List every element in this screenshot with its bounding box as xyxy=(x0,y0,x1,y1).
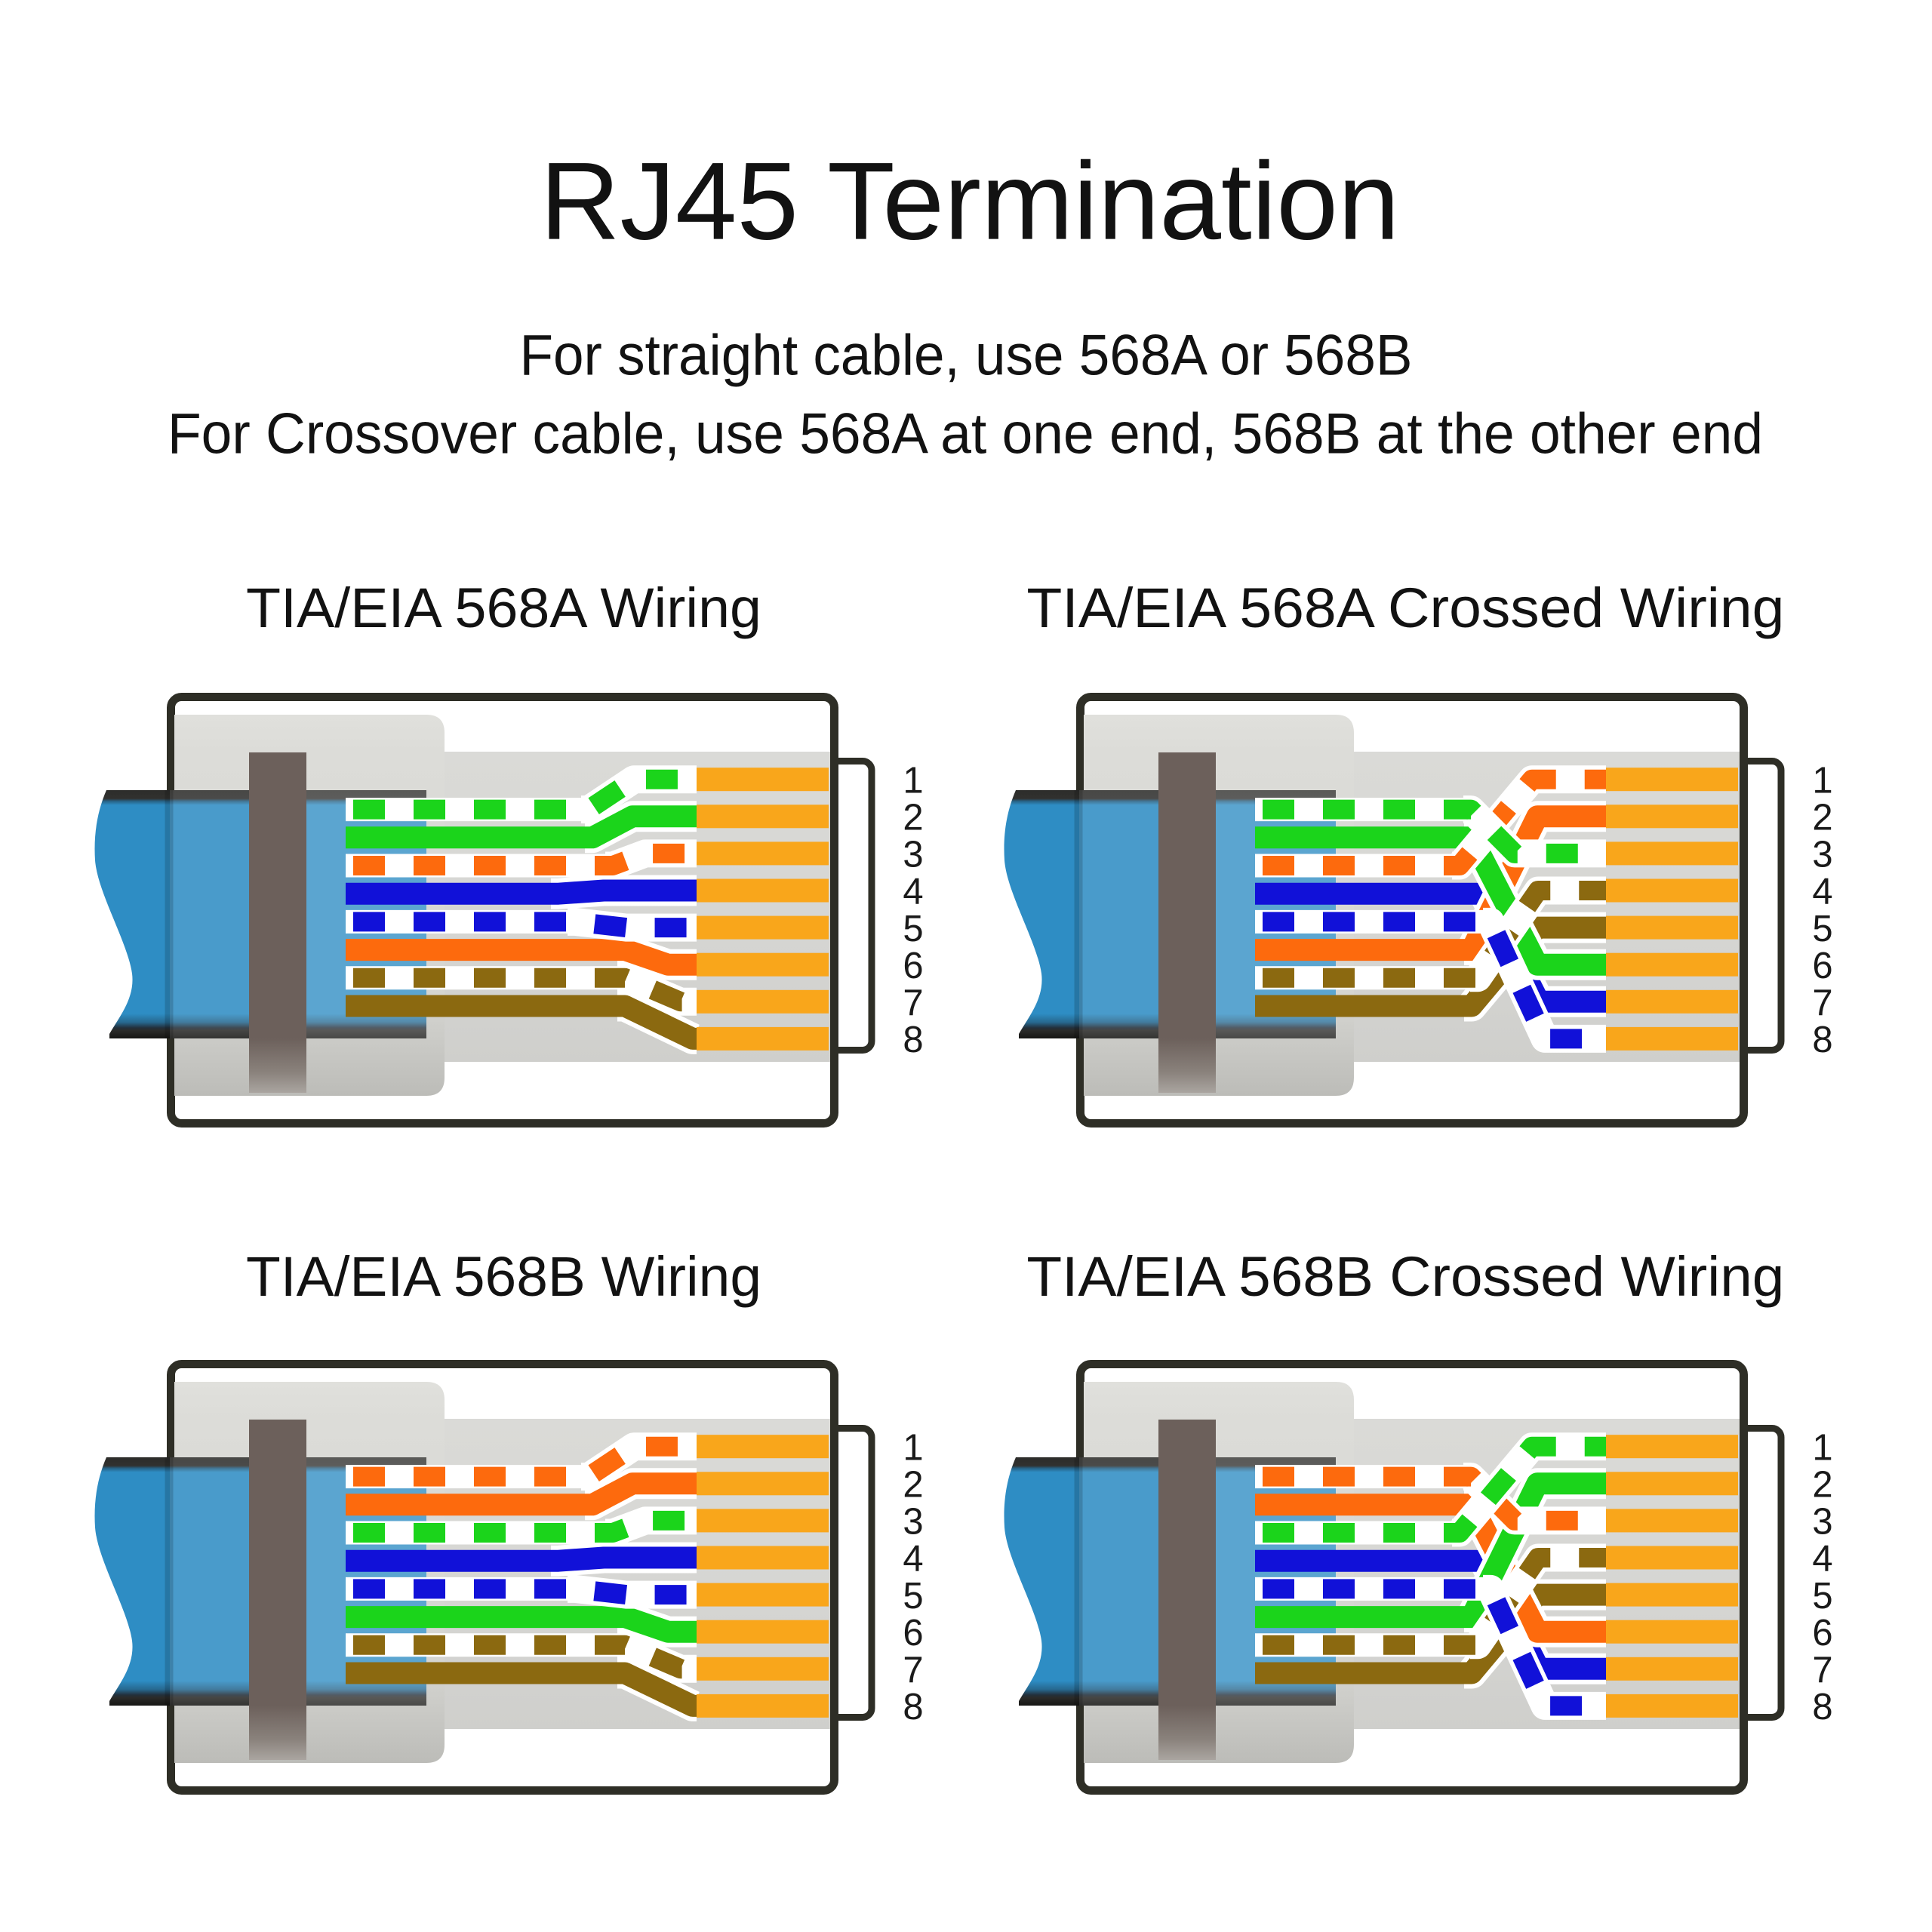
svg-text:4: 4 xyxy=(1812,1539,1832,1580)
svg-text:7: 7 xyxy=(903,1650,923,1690)
svg-text:5: 5 xyxy=(903,909,923,949)
svg-text:For straight cable, use 568A o: For straight cable, use 568A or 568B xyxy=(520,324,1413,388)
svg-text:8: 8 xyxy=(903,1687,923,1727)
svg-text:2: 2 xyxy=(903,1465,923,1506)
svg-text:6: 6 xyxy=(1812,946,1832,986)
svg-text:8: 8 xyxy=(1812,1020,1832,1060)
svg-text:TIA/EIA 568B Crossed Wiring: TIA/EIA 568B Crossed Wiring xyxy=(1026,1245,1784,1308)
svg-text:5: 5 xyxy=(1812,1576,1832,1617)
svg-text:3: 3 xyxy=(903,1502,923,1543)
svg-text:7: 7 xyxy=(1812,1650,1832,1690)
svg-text:2: 2 xyxy=(1812,1465,1832,1506)
svg-text:1: 1 xyxy=(1812,1427,1832,1468)
svg-text:4: 4 xyxy=(1812,872,1832,912)
svg-text:8: 8 xyxy=(1812,1687,1832,1727)
svg-text:3: 3 xyxy=(1812,1502,1832,1543)
svg-text:For Crossover cable, use 568A: For Crossover cable, use 568A at one end… xyxy=(168,402,1763,466)
svg-text:1: 1 xyxy=(903,1427,923,1468)
svg-text:RJ45 Termination: RJ45 Termination xyxy=(540,140,1400,263)
svg-text:3: 3 xyxy=(903,835,923,875)
svg-text:TIA/EIA 568B Wiring: TIA/EIA 568B Wiring xyxy=(246,1245,761,1308)
svg-text:1: 1 xyxy=(1812,760,1832,801)
svg-text:2: 2 xyxy=(1812,798,1832,838)
svg-text:7: 7 xyxy=(1812,983,1832,1023)
svg-text:5: 5 xyxy=(903,1576,923,1617)
svg-text:1: 1 xyxy=(903,760,923,801)
svg-text:8: 8 xyxy=(903,1020,923,1060)
svg-text:7: 7 xyxy=(903,983,923,1023)
svg-text:2: 2 xyxy=(903,798,923,838)
svg-text:4: 4 xyxy=(903,872,923,912)
svg-text:3: 3 xyxy=(1812,835,1832,875)
svg-text:6: 6 xyxy=(903,946,923,986)
svg-text:TIA/EIA 568A Crossed Wiring: TIA/EIA 568A Crossed Wiring xyxy=(1026,577,1784,639)
svg-text:6: 6 xyxy=(903,1613,923,1654)
svg-text:6: 6 xyxy=(1812,1613,1832,1654)
svg-text:5: 5 xyxy=(1812,909,1832,949)
svg-text:TIA/EIA 568A Wiring: TIA/EIA 568A Wiring xyxy=(246,577,761,639)
svg-text:4: 4 xyxy=(903,1539,923,1580)
